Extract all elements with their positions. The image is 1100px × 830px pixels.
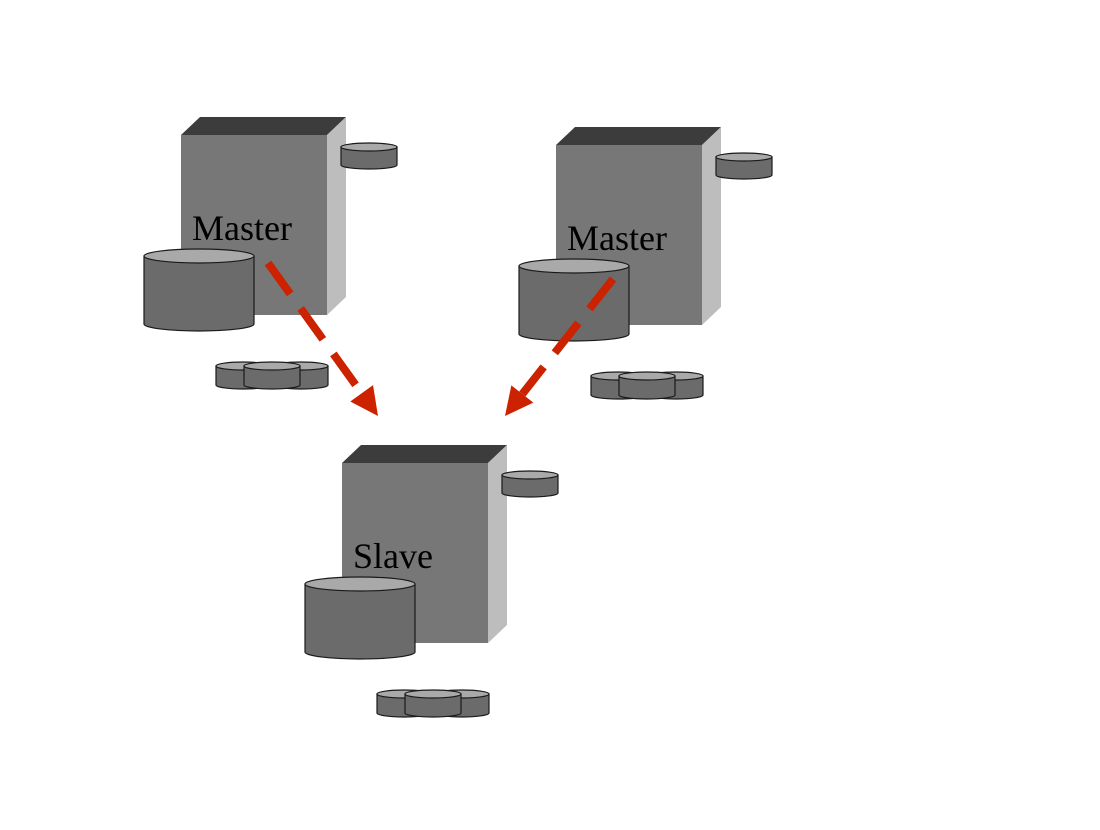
box-top-face	[342, 445, 507, 463]
disk-stack-icon	[591, 372, 703, 399]
box-top-face	[556, 127, 721, 145]
slave-node: Slave	[305, 445, 558, 717]
small-disk-icon	[341, 143, 397, 169]
node-label: Slave	[353, 536, 433, 576]
disk-stack-icon	[216, 362, 328, 389]
node-label: Master	[567, 218, 667, 258]
small-disk-icon	[502, 471, 558, 497]
stack-disk-center-icon	[405, 690, 461, 717]
box-top-face	[181, 117, 346, 135]
stack-disk-center-icon	[619, 372, 675, 399]
small-disk-icon	[716, 153, 772, 179]
master-node-2: Master	[519, 127, 772, 399]
arrow-head	[350, 385, 378, 416]
large-disk-icon	[305, 577, 415, 659]
disk-stack-icon	[377, 690, 489, 717]
master-node-1: Master	[144, 117, 397, 389]
stack-disk-center-icon	[244, 362, 300, 389]
large-disk-icon	[144, 249, 254, 331]
node-label: Master	[192, 208, 292, 248]
